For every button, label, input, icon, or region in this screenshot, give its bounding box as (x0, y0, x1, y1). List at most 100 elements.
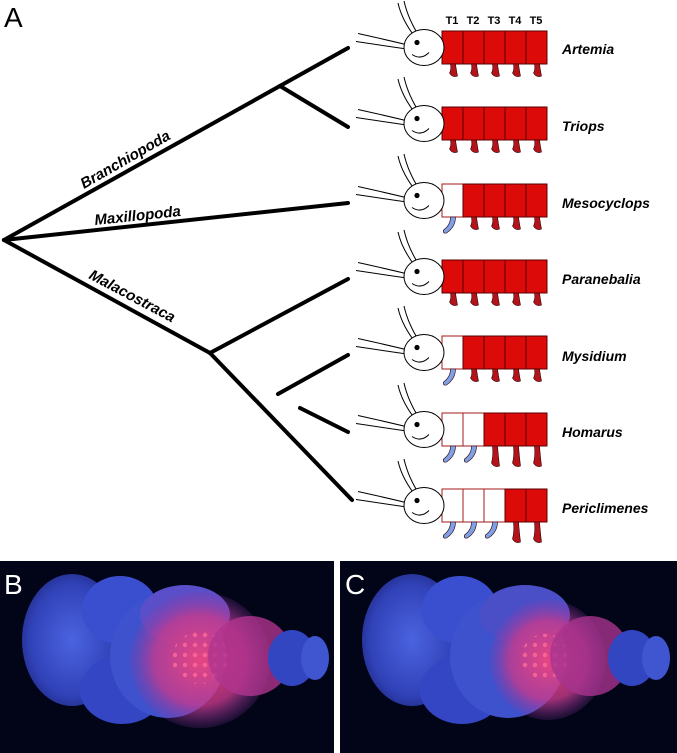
walking-leg (491, 368, 500, 382)
thoracic-segment-expressed (525, 106, 548, 141)
taxon-label-mysidium: Mysidium (562, 348, 627, 364)
thoracic-segment-expressed (462, 30, 485, 65)
animal-paranebalia (355, 229, 548, 306)
branch-maxillopoda (2, 201, 350, 242)
branch-eumalacostraca (208, 351, 354, 502)
antenna (355, 270, 411, 279)
panel-label-b: B (4, 569, 23, 600)
thoracic-segment-expressed (504, 259, 527, 294)
branch-paranebalia (208, 277, 350, 355)
walking-leg (491, 292, 500, 306)
mouth (411, 357, 430, 363)
walking-leg (533, 63, 542, 77)
antenna (357, 33, 411, 46)
antenna (355, 499, 411, 508)
walking-leg (491, 63, 500, 77)
walking-leg (470, 139, 479, 153)
walking-leg (533, 445, 542, 467)
walking-leg (512, 63, 521, 77)
maxilliped (443, 216, 456, 234)
antenna (357, 262, 411, 275)
taxon-label-mesocyclops: Mesocyclops (562, 195, 650, 211)
thoracic-segment-expressed (483, 335, 506, 370)
walking-leg (512, 292, 521, 306)
branch-malacostraca (2, 238, 212, 355)
walking-leg (491, 445, 500, 467)
thoracic-segment-expressed (483, 106, 506, 141)
walking-leg (512, 445, 521, 467)
thoracic-segment-expressed (441, 30, 464, 65)
eye (414, 115, 420, 122)
panel-label-c: C (345, 569, 365, 600)
head (403, 29, 445, 66)
maxilliped (485, 521, 498, 539)
taxon-label-artemia: Artemia (561, 41, 614, 57)
walking-leg (512, 139, 521, 153)
segment-label-t1: T1 (446, 15, 459, 27)
mouth (411, 434, 430, 440)
head (403, 487, 445, 524)
thoracic-segment-expressed (483, 30, 506, 65)
thoracic-segment-expressed (504, 183, 527, 218)
branch-homarus (298, 406, 350, 434)
thoracic-segment-unexpressed (441, 183, 464, 218)
animal-mesocyclops (355, 153, 548, 234)
head (403, 411, 445, 448)
antenna (355, 117, 411, 126)
thoracic-segment-expressed (441, 106, 464, 141)
antenna (357, 186, 411, 199)
thoracic-segment-expressed (504, 106, 527, 141)
micrograph-panel-b: B (0, 561, 334, 753)
taxon-label-homarus: Homarus (562, 424, 623, 440)
thoracic-segment-expressed (462, 259, 485, 294)
thoracic-segment-expressed (525, 183, 548, 218)
maxilliped (464, 445, 477, 463)
animal-triops (355, 76, 548, 153)
antenna (355, 423, 411, 432)
maxilliped (443, 368, 456, 386)
walking-leg (533, 216, 542, 230)
thoracic-segment-unexpressed (462, 488, 485, 523)
taxon-label-periclimenes: Periclimenes (562, 500, 649, 516)
animal-mysidium (355, 305, 548, 386)
head (403, 182, 445, 219)
phylogenetic-tree (2, 46, 354, 502)
antenna (355, 346, 411, 355)
animal-homarus (355, 382, 548, 467)
thoracic-segment-unexpressed (462, 412, 485, 447)
thoracic-segment-expressed (504, 412, 527, 447)
thoracic-segment-unexpressed (483, 488, 506, 523)
walking-leg (491, 139, 500, 153)
thoracic-segment-expressed (525, 259, 548, 294)
micrograph-panel-c: C (340, 561, 677, 753)
thoracic-segment-expressed (525, 30, 548, 65)
thoracic-segment-expressed (483, 259, 506, 294)
segment-label-t5: T5 (530, 15, 543, 27)
thoracic-segment-expressed (462, 183, 485, 218)
thoracic-segment-unexpressed (441, 488, 464, 523)
branch-branchiopoda (2, 46, 350, 242)
animal-periclimenes (355, 458, 548, 543)
mouth (411, 510, 430, 516)
walking-leg (470, 63, 479, 77)
segment-label-t2: T2 (467, 15, 480, 27)
branch-triops (278, 84, 350, 129)
mouth (411, 205, 430, 211)
walking-leg (449, 63, 458, 77)
thoracic-segment-expressed (525, 412, 548, 447)
embryo-stain-c (362, 574, 670, 724)
head (403, 258, 445, 295)
antenna (357, 491, 411, 504)
walking-leg (470, 292, 479, 306)
eye (414, 39, 420, 46)
thoracic-segment-expressed (483, 183, 506, 218)
eye (414, 344, 420, 351)
thoracic-segment-expressed (504, 335, 527, 370)
walking-leg (512, 368, 521, 382)
clade-label-branchiopoda: Branchiopoda (78, 127, 174, 192)
clade-label-malacostraca: Malacostraca (86, 267, 178, 327)
walking-leg (533, 139, 542, 153)
antenna (355, 194, 411, 203)
panel-label-a: A (4, 2, 23, 33)
